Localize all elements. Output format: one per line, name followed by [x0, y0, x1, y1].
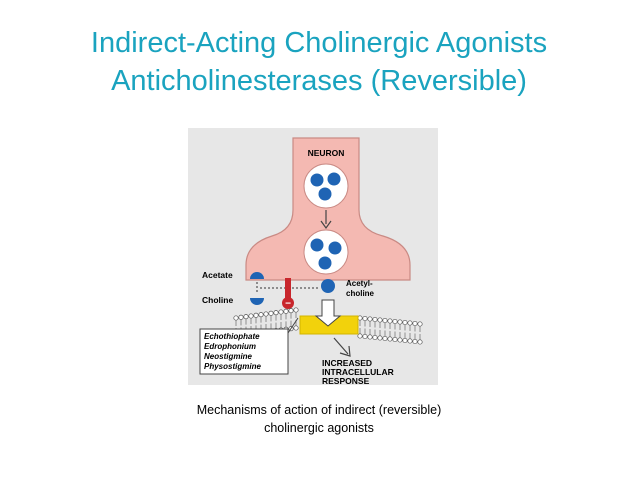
released-acetylcholine: [321, 279, 335, 293]
lipid-head: [233, 315, 239, 321]
drug-name: Echothiophate: [204, 332, 260, 341]
lipid-head: [243, 314, 249, 320]
neuron-terminal: [245, 137, 411, 281]
lipid-head: [382, 317, 388, 324]
lipid-head: [367, 334, 373, 340]
ach-molecule: [318, 187, 332, 201]
response-arrow: [333, 337, 349, 355]
lipid-head: [407, 320, 413, 326]
lipid-head: [387, 336, 393, 342]
lipid-head: [258, 312, 264, 318]
ach-molecule: [327, 172, 341, 186]
inhibition-symbol: −: [285, 299, 291, 310]
lipid-head: [278, 309, 284, 315]
acetate-molecule: [250, 272, 264, 279]
drug-name: Neostigmine: [204, 352, 253, 361]
lipid-head: [283, 308, 289, 314]
slide-title-line-2: Anticholinesterases (Reversible): [111, 65, 527, 97]
binding-arrow: [314, 299, 342, 327]
ach-molecule: [318, 256, 332, 270]
lipid-head: [382, 335, 388, 342]
acetylcholine-label-2: choline: [346, 289, 375, 298]
release-arrowhead: [320, 220, 332, 230]
lipid-head: [377, 335, 383, 341]
inhibition-bar: [285, 278, 291, 298]
lipid-head: [417, 321, 423, 327]
lipid-head: [238, 314, 244, 320]
drug-name: Edrophonium: [204, 342, 256, 351]
mechanism-diagram: NEURON Acetyl- choline Acetate Choline −…: [188, 128, 438, 385]
upper-vesicle: [303, 163, 349, 209]
lipid-head: [362, 333, 368, 340]
choline-molecule: [250, 298, 264, 305]
lipid-head: [397, 337, 403, 343]
lipid-head: [377, 317, 383, 323]
slide-title-line-1: Indirect-Acting Cholinergic Agonists: [90, 27, 548, 59]
drug-box-pointer: [287, 317, 299, 334]
lipid-head: [372, 334, 378, 341]
ach-molecule: [310, 173, 324, 187]
lipid-head: [397, 319, 403, 325]
lipid-head: [288, 308, 294, 314]
lipid-head: [392, 336, 398, 343]
ach-molecule: [328, 241, 342, 255]
lipid-head: [273, 310, 279, 316]
neuron-label: NEURON: [308, 148, 345, 158]
response-arrowhead: [339, 345, 351, 357]
lipid-head: [263, 311, 269, 317]
lipid-head: [293, 307, 299, 313]
acetate-label: Acetate: [202, 270, 233, 280]
lipid-head: [407, 338, 413, 344]
response-line-1: INCREASED: [322, 358, 372, 368]
lipid-head: [412, 320, 418, 327]
lipid-head: [268, 310, 274, 316]
drug-name: Physostigmine: [204, 362, 261, 371]
lipid-head: [402, 319, 408, 326]
lipid-head: [392, 318, 398, 325]
response-line-3: RESPONSE: [322, 376, 370, 385]
caption-line-1: Mechanisms of action of indirect (revers…: [196, 403, 442, 417]
choline-label: Choline: [202, 295, 233, 305]
acetylcholine-label-1: Acetyl-: [346, 279, 373, 288]
inhibition-circle: [282, 297, 294, 309]
lipid-head: [402, 337, 408, 344]
caption-line-2: cholinergic agonists: [264, 421, 374, 435]
lipid-head: [248, 313, 254, 319]
lipid-head: [412, 338, 418, 345]
lipid-head: [372, 316, 378, 323]
lipid-head: [293, 325, 299, 331]
lipid-head: [417, 339, 423, 345]
response-line-2: INTRACELLULAR: [322, 367, 394, 377]
lipid-head: [253, 312, 259, 318]
lipid-head: [367, 316, 373, 322]
lipid-head: [387, 318, 393, 324]
ach-molecule: [310, 238, 324, 252]
lipid-head: [362, 315, 368, 322]
drug-box: [199, 328, 289, 375]
